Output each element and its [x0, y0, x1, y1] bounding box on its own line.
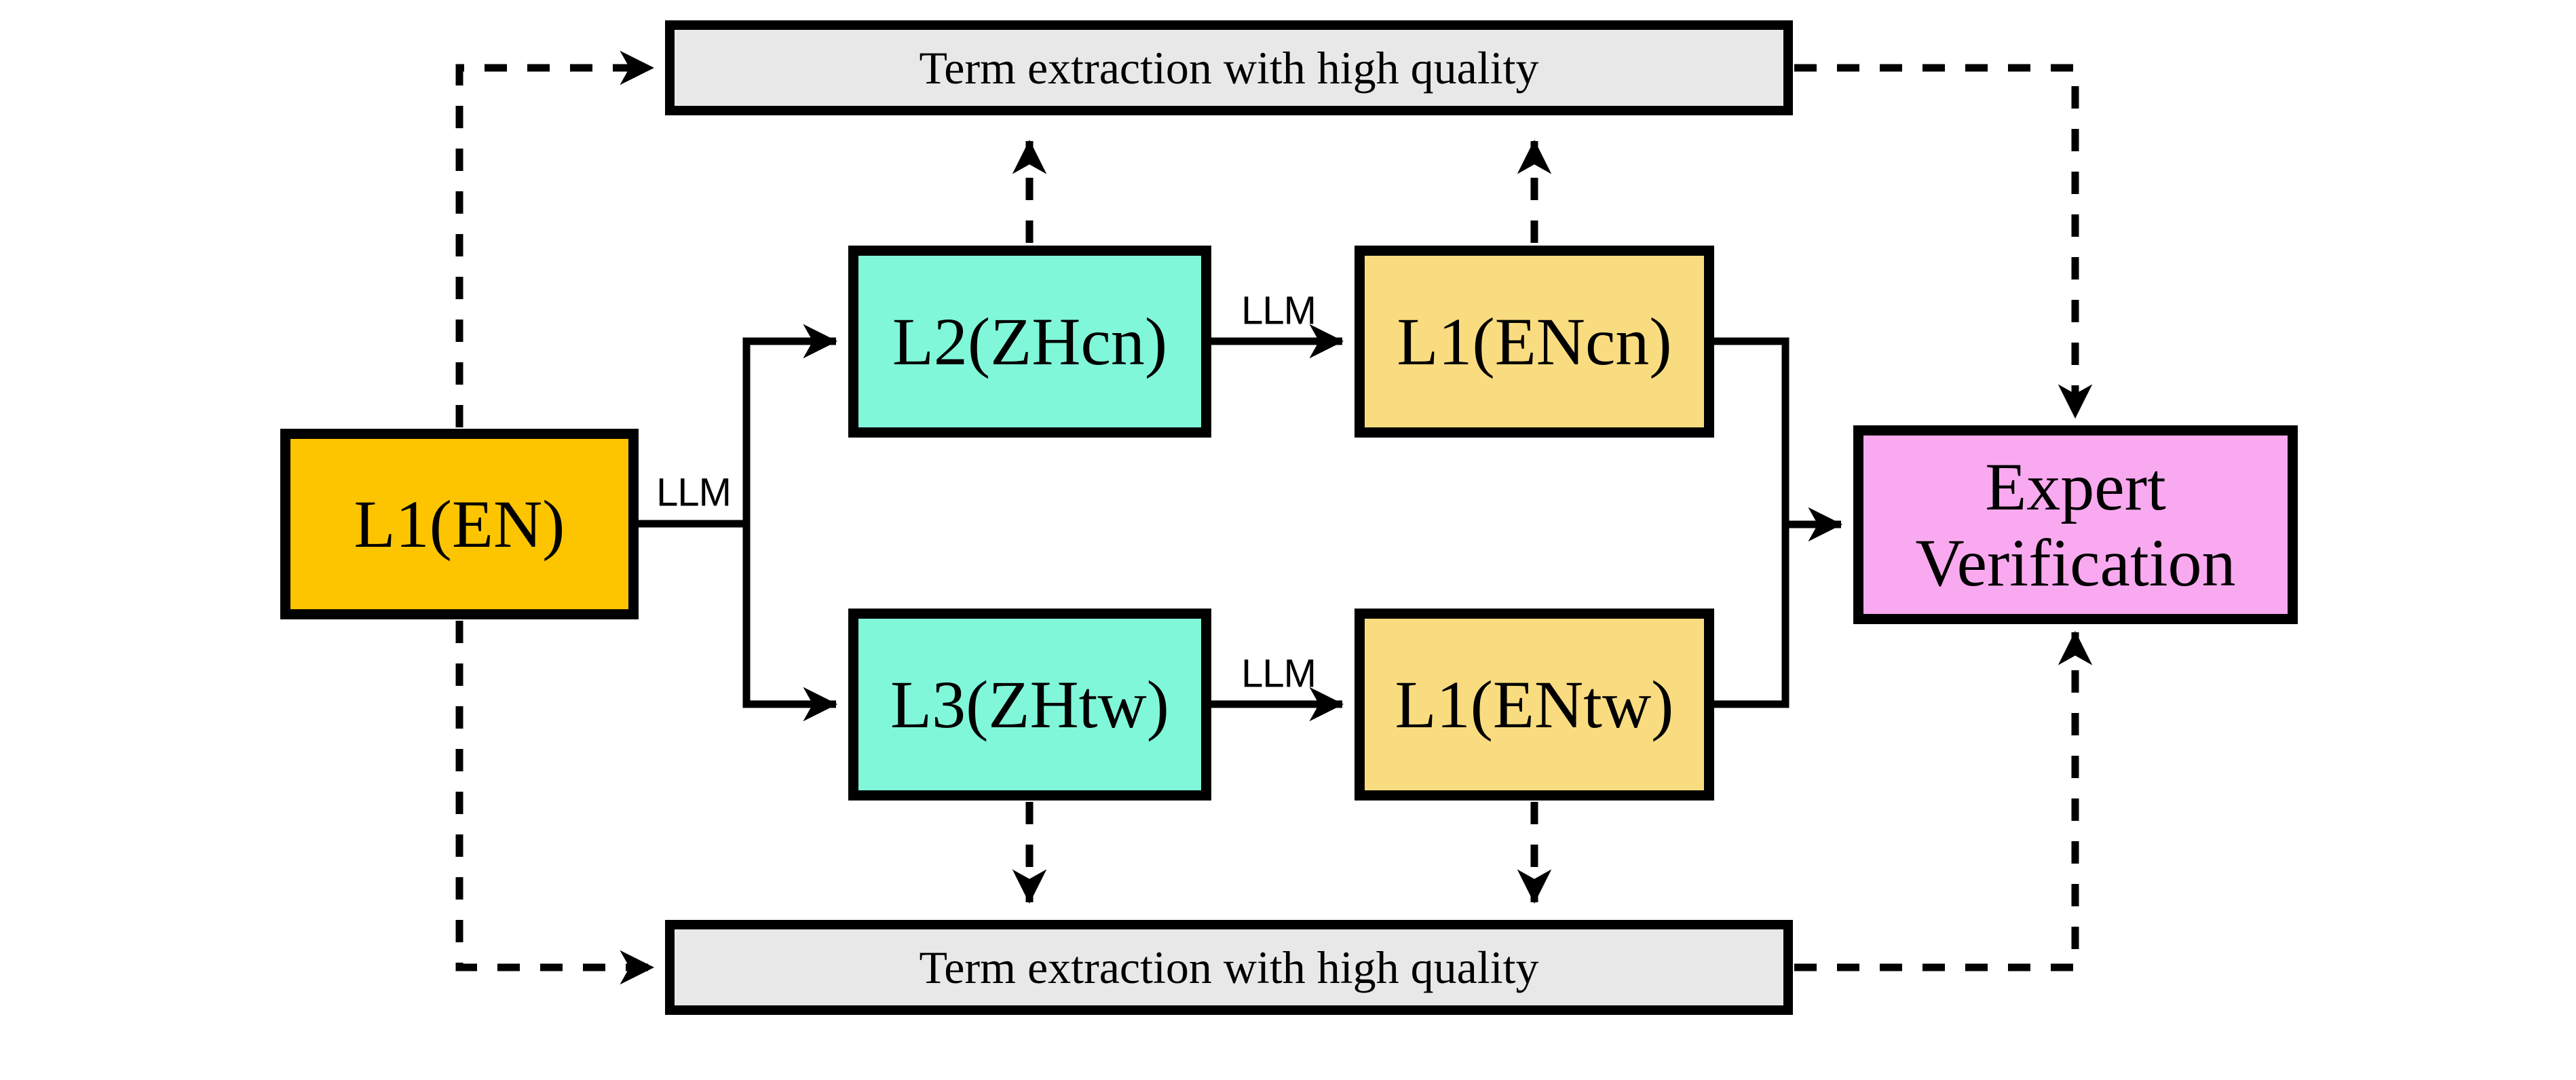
- node-l1-en: L1(EN): [280, 429, 639, 619]
- edge-topbar-to-expert: [1794, 64, 2093, 419]
- edge-label-llm-zhtw-entw: LLM: [1241, 651, 1317, 696]
- edge-bottombar-to-expert: [1794, 630, 2093, 971]
- bottom-term-extraction-bar: Term extraction with high quality: [665, 920, 1793, 1015]
- node-l1-en-label: L1(EN): [354, 486, 565, 562]
- edge-label-llm-branch: LLM: [656, 470, 732, 515]
- node-l2-zhcn-label: L2(ZHcn): [892, 304, 1168, 379]
- node-l1-entw-label: L1(ENtw): [1395, 667, 1674, 742]
- node-l2-zhcn: L2(ZHcn): [848, 246, 1211, 438]
- solid-edges: [634, 324, 1843, 722]
- bottom-bar-label: Term extraction with high quality: [919, 941, 1539, 993]
- node-l3-zhtw-label: L3(ZHtw): [890, 667, 1169, 742]
- node-l1-entw: L1(ENtw): [1355, 609, 1714, 801]
- dashed-edges: [455, 50, 2093, 985]
- edge-l1en-to-topbar: [455, 50, 655, 427]
- top-bar-label: Term extraction with high quality: [919, 41, 1539, 94]
- node-l1-encn: L1(ENcn): [1355, 246, 1714, 438]
- edge-l1en-to-bottombar: [455, 621, 655, 985]
- edge-label-llm-zhcn-encn: LLM: [1241, 288, 1317, 333]
- node-l3-zhtw: L3(ZHtw): [848, 609, 1211, 801]
- node-l1-encn-label: L1(ENcn): [1397, 304, 1672, 379]
- node-expert-verification-label: Expert Verification: [1915, 448, 2236, 600]
- node-expert-verification: Expert Verification: [1853, 425, 2298, 624]
- top-term-extraction-bar: Term extraction with high quality: [665, 20, 1793, 115]
